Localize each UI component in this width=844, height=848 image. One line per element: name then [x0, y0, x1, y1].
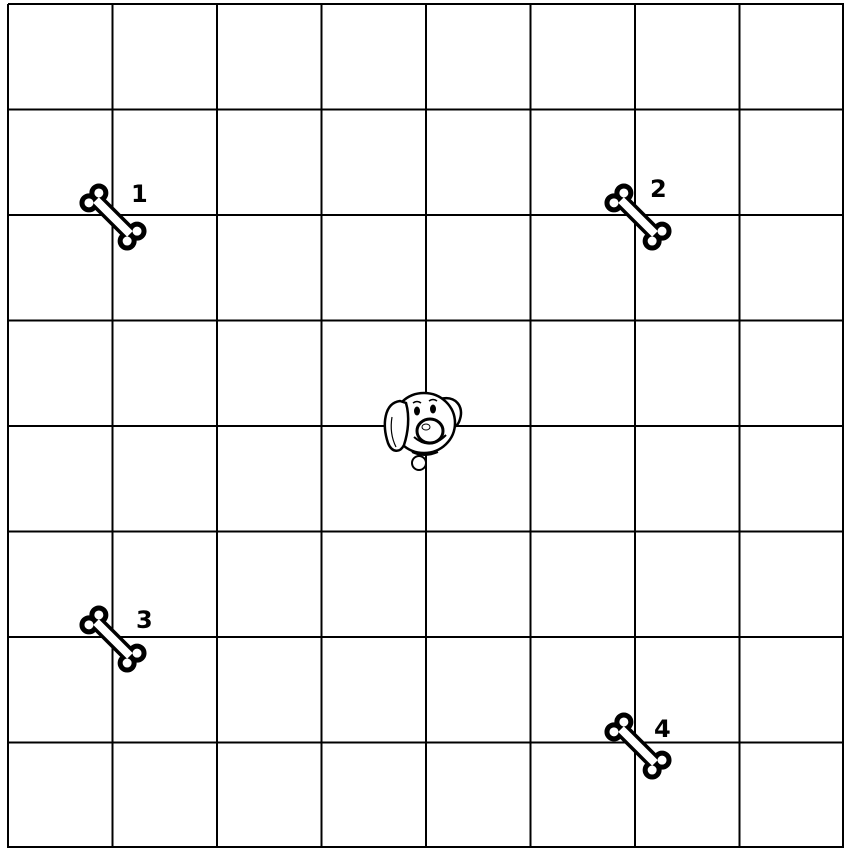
- bone-label-4: 4: [654, 715, 671, 743]
- bone-label-3: 3: [136, 606, 153, 634]
- bone-label-1: 1: [131, 180, 148, 208]
- bone-label-2: 2: [650, 175, 667, 203]
